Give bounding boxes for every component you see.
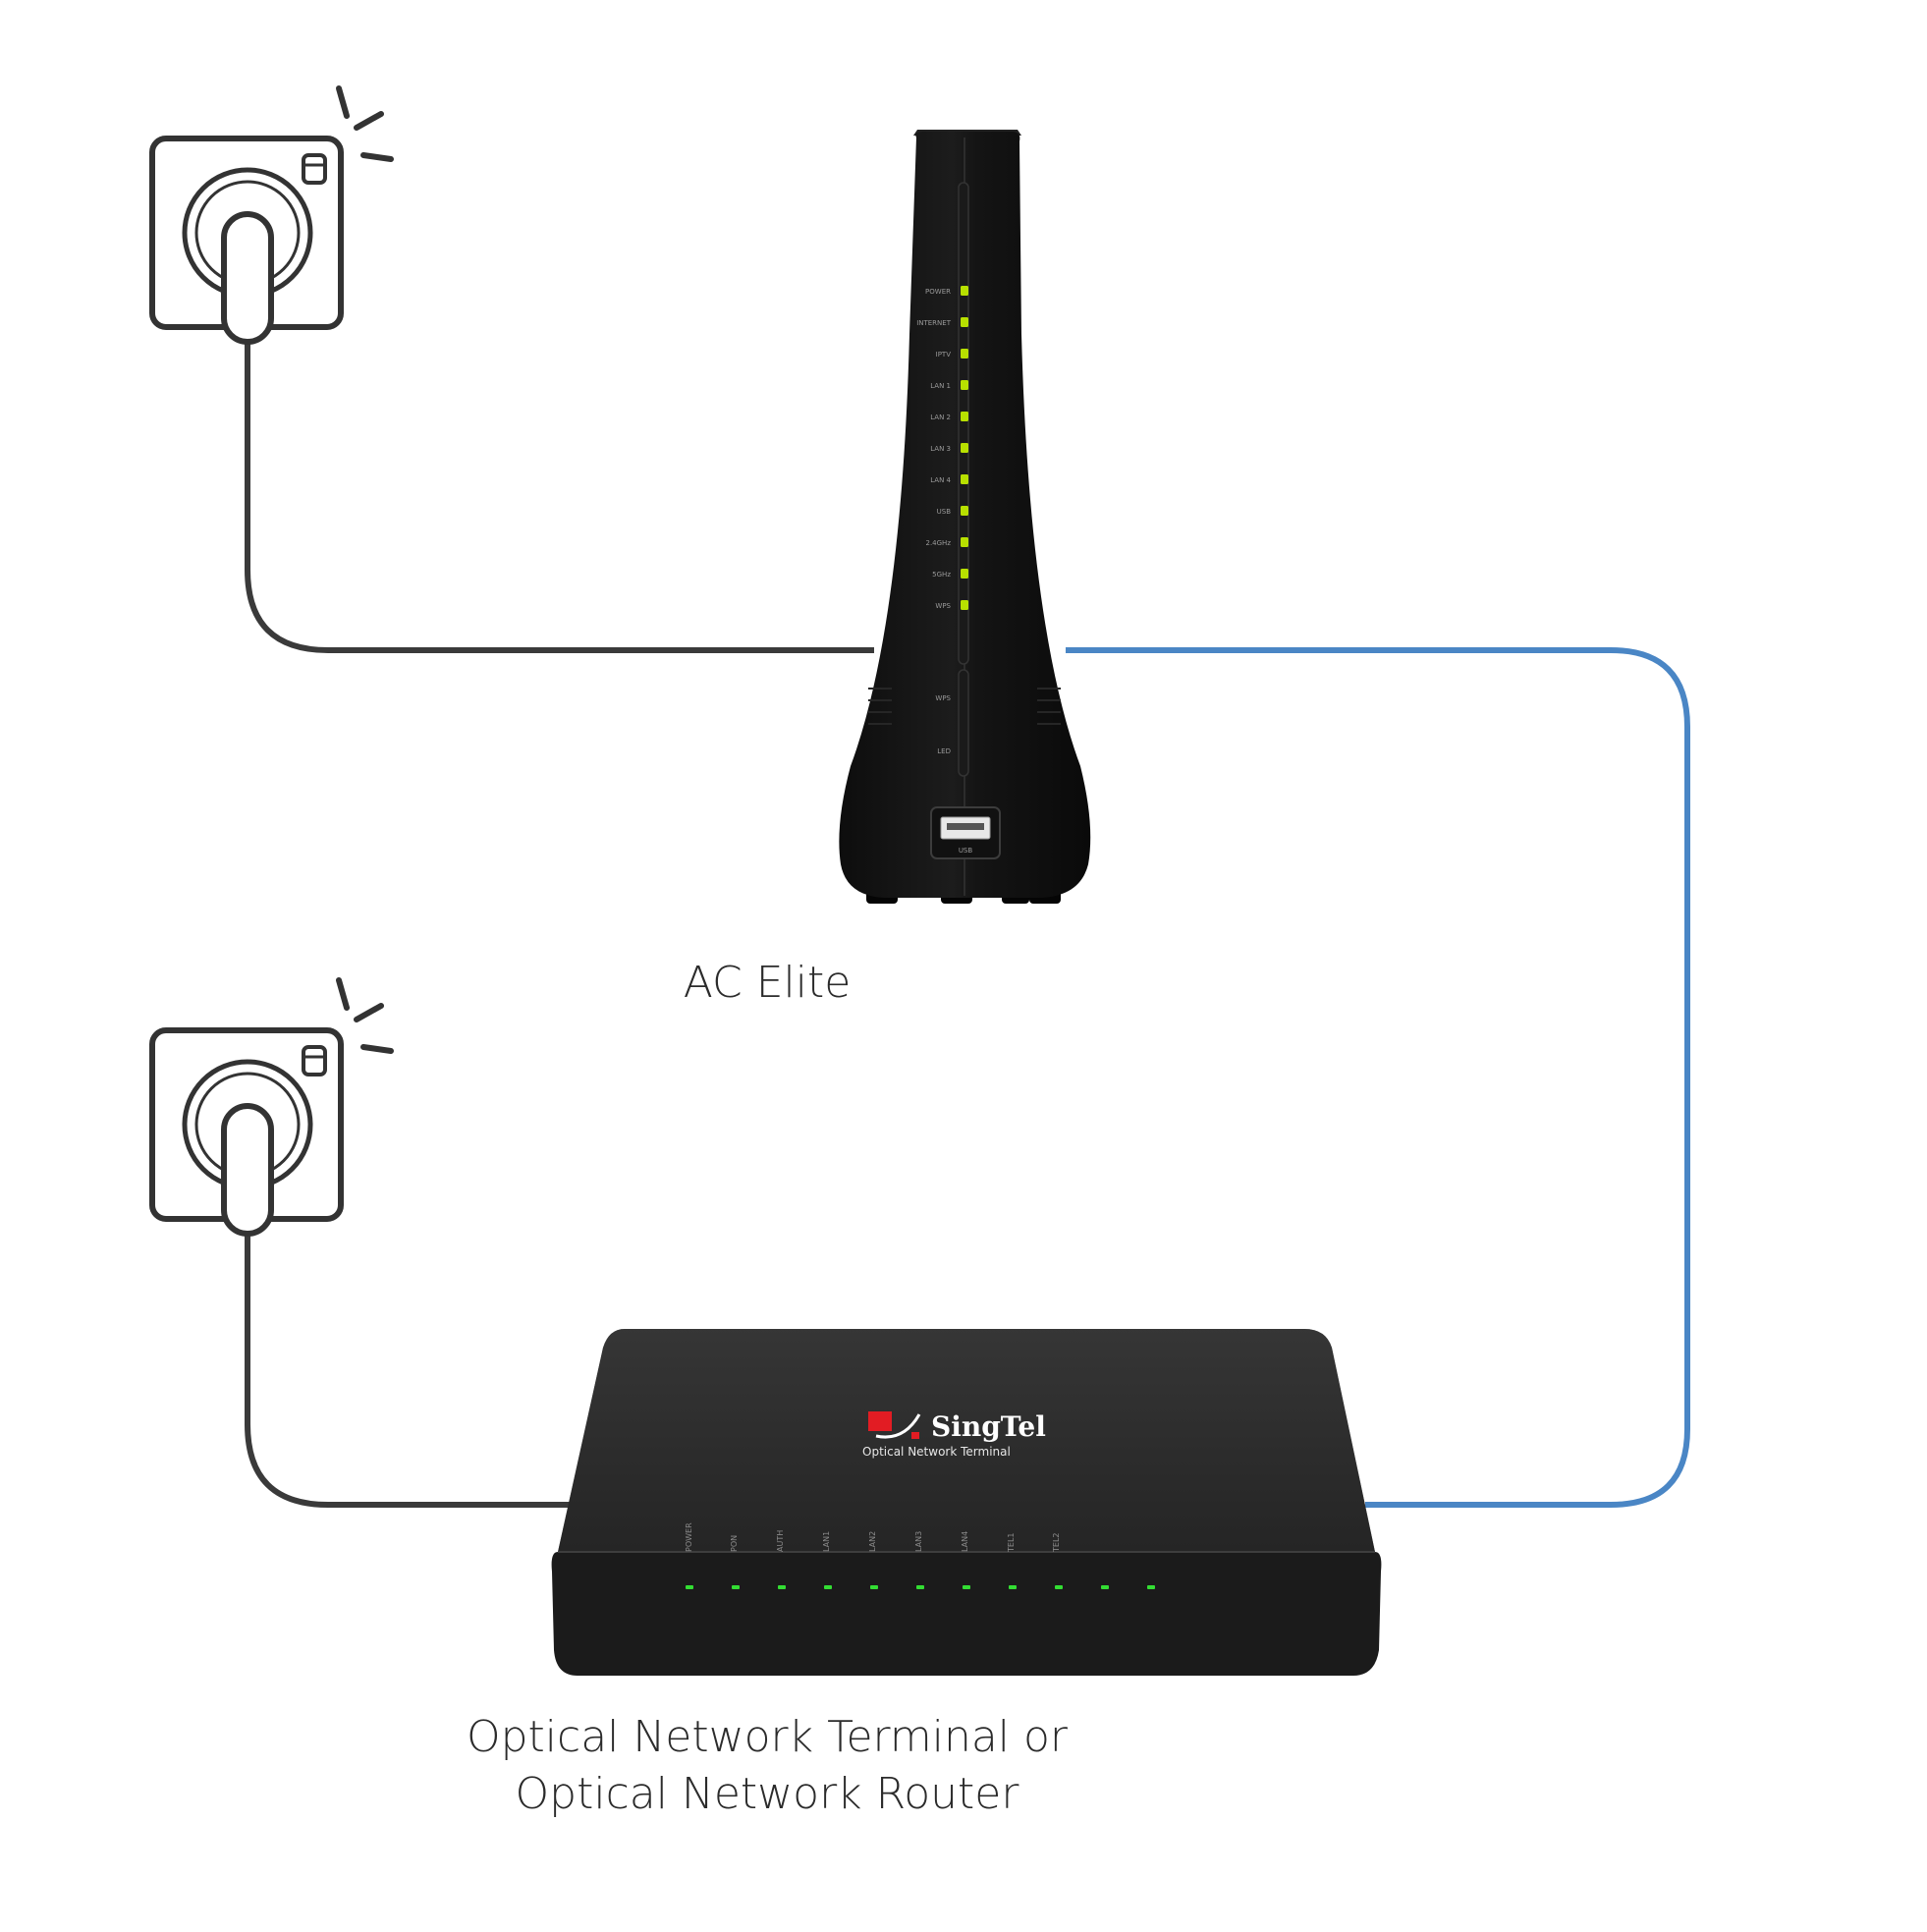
ont-caption-line1: Optical Network Terminal or	[466, 1712, 1069, 1762]
ont-led	[1101, 1585, 1109, 1589]
router-led-label: LAN 3	[930, 445, 951, 453]
router-led	[961, 380, 968, 390]
router-led	[961, 600, 968, 610]
router-led	[961, 443, 968, 453]
ont-led	[732, 1585, 740, 1589]
router-button-label: LED	[937, 747, 951, 755]
power-outlet-icon	[149, 977, 394, 1237]
router-led	[961, 286, 968, 296]
router-led	[961, 317, 968, 327]
ont-device: SingTel Optical Network Terminal POWER P…	[551, 1329, 1382, 1676]
router-led	[961, 412, 968, 421]
router-led	[961, 474, 968, 484]
router-led-label: WPS	[935, 602, 951, 610]
power-cable-top	[245, 344, 874, 653]
ont-led-label: PON	[730, 1535, 739, 1552]
ont-led	[1055, 1585, 1063, 1589]
ont-led	[824, 1585, 832, 1589]
router-device: POWER INTERNET IPTV LAN 1 LAN 2 LAN 3 LA…	[839, 130, 1091, 904]
singtel-brand: SingTel	[931, 1410, 1046, 1443]
ont-led	[778, 1585, 786, 1589]
ont-caption: Optical Network Terminal or Optical Netw…	[374, 1709, 1160, 1823]
singtel-brand-subtitle: Optical Network Terminal	[862, 1445, 1011, 1459]
ont-led	[916, 1585, 924, 1589]
ont-led	[686, 1585, 693, 1589]
router-led-label: IPTV	[936, 351, 952, 359]
usb-label: USB	[959, 847, 973, 855]
router-led-label: USB	[937, 508, 952, 516]
router-led-label: POWER	[925, 288, 951, 296]
ont-led	[963, 1585, 970, 1589]
router-led-label: INTERNET	[916, 319, 952, 327]
ont-led-label: POWER	[685, 1522, 693, 1552]
ont-led-label: AUTH	[776, 1530, 785, 1552]
ont-led-label: TEL2	[1052, 1533, 1061, 1554]
router-led-label: 2.4GHz	[926, 539, 952, 547]
ont-led	[870, 1585, 878, 1589]
ont-led-label: LAN4	[961, 1531, 969, 1552]
ont-caption-line2: Optical Network Router	[515, 1769, 1019, 1819]
ont-led	[1147, 1585, 1155, 1589]
router-led	[961, 569, 968, 579]
ont-led-label: TEL1	[1007, 1533, 1016, 1554]
singtel-logo: SingTel Optical Network Terminal	[862, 1410, 1046, 1459]
router-led	[961, 349, 968, 359]
router-led	[961, 506, 968, 516]
ont-led	[1009, 1585, 1017, 1589]
router-led-label: LAN 1	[930, 382, 951, 390]
power-cable-bottom	[245, 1233, 579, 1508]
router-button-label: WPS	[935, 694, 951, 702]
ont-led-label: LAN1	[822, 1531, 831, 1552]
ethernet-cable	[1066, 647, 1690, 1508]
ont-led-label: LAN2	[868, 1531, 877, 1552]
router-led	[961, 537, 968, 547]
router-led-label: LAN 2	[930, 414, 951, 421]
router-led-label: LAN 4	[930, 476, 951, 484]
power-outlet-icon	[149, 85, 394, 345]
router-led-label: 5GHz	[932, 571, 951, 579]
router-caption: AC Elite	[683, 958, 852, 1008]
ont-led-label: LAN3	[914, 1531, 923, 1552]
